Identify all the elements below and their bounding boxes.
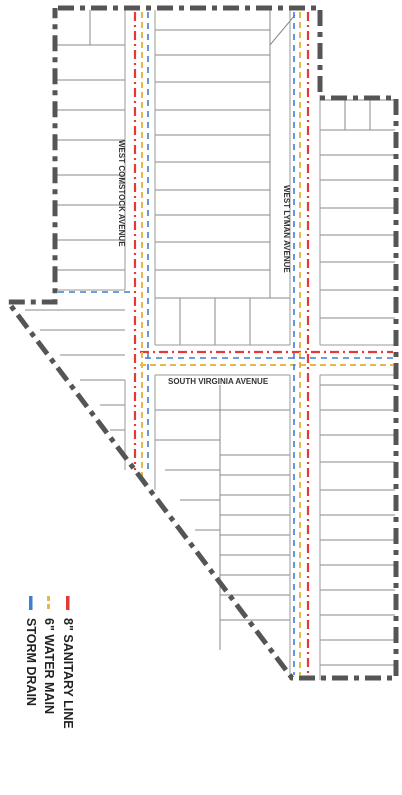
street-edges xyxy=(55,10,395,680)
street-label-west-comstock: WEST COMSTOCK AVENUE xyxy=(117,140,126,247)
sanitary-swatch xyxy=(66,596,70,610)
legend-item-water: 6" WATER MAIN xyxy=(42,596,56,714)
legend-item-storm: STORM DRAIN xyxy=(24,596,38,706)
legend-label-water: 6" WATER MAIN xyxy=(42,618,56,714)
street-label-west-lyman: WEST LYMAN AVENUE xyxy=(282,185,291,273)
legend-label-sanitary: 8" SANITARY LINE xyxy=(61,618,75,729)
legend-item-sanitary: 8" SANITARY LINE xyxy=(61,596,75,729)
street-label-south-virginia: SOUTH VIRGINIA AVENUE xyxy=(168,377,269,386)
water-lines xyxy=(140,12,393,675)
water-swatch xyxy=(47,596,50,601)
storm-lines xyxy=(58,12,393,675)
sanitary-lines xyxy=(133,12,393,675)
storm-swatch xyxy=(29,596,33,610)
legend: 8" SANITARY LINE 6" WATER MAIN STORM DRA… xyxy=(24,596,75,729)
project-boundary xyxy=(2,5,399,681)
parcel-lines xyxy=(25,10,395,666)
legend-label-storm: STORM DRAIN xyxy=(24,618,38,706)
